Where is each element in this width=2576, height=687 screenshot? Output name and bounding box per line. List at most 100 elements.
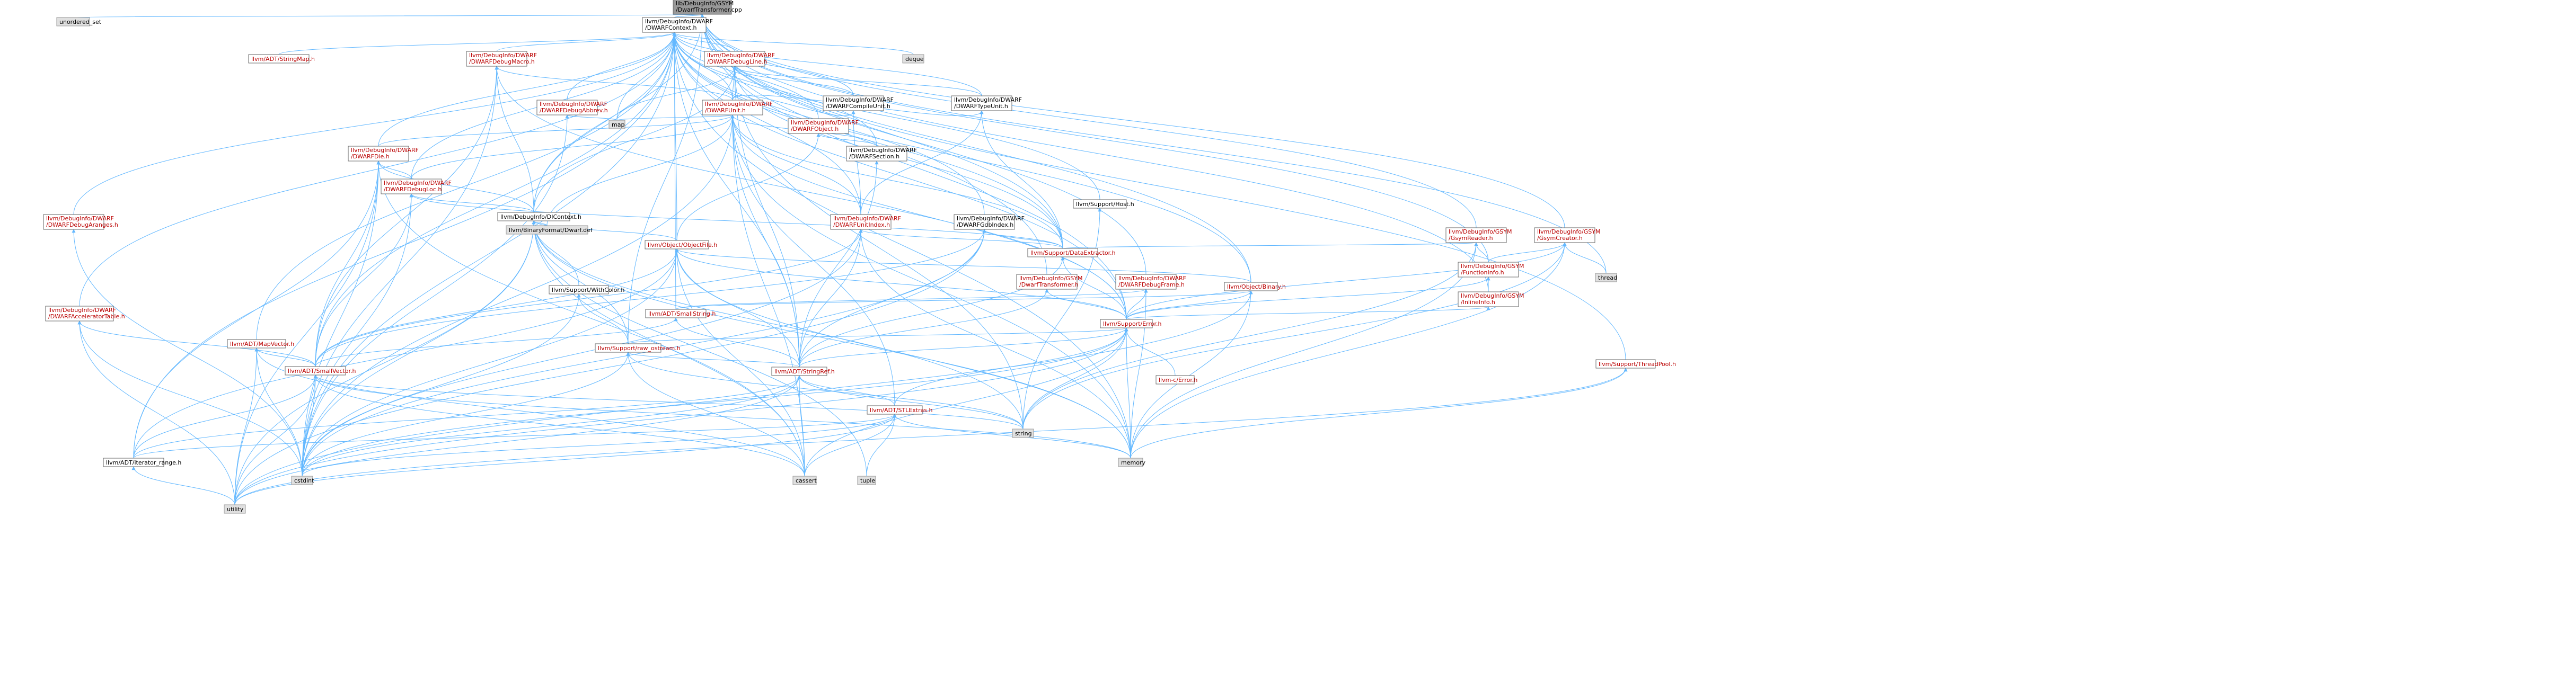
node-box (103, 458, 164, 467)
edge-stringref-to-dwarfsection (799, 160, 879, 368)
node-smallstring[interactable]: llvm/ADT/SmallString.h (645, 309, 716, 318)
edge-supporterror-to-gsymcreator (1126, 242, 1567, 320)
edge-smallstring-to-debugframe (675, 289, 1148, 310)
node-binary[interactable]: llvm/Object/Binary.h (1224, 282, 1286, 291)
edge-stringref-to-supporterror (799, 327, 1128, 368)
node-objectfile[interactable]: llvm/Object/ObjectFile.h (645, 240, 717, 249)
node-label: llvm/Support/Host.h (1076, 201, 1134, 208)
edge-iteratorrange-to-stringref (133, 375, 801, 459)
edge-memory-to-unitindex (859, 229, 1131, 459)
edge-smallvector-to-unitindex (315, 229, 863, 367)
edge-debugloc-to-dwarfunit (411, 114, 735, 180)
edge-dwarfdef-to-dwarfunit (546, 114, 735, 226)
node-debugframe[interactable]: llvm/DebugInfo/DWARF/DWARFDebugFrame.h (1115, 274, 1186, 290)
node-box (45, 306, 114, 322)
node-label: llvm/DebugInfo/DWARF (469, 52, 537, 59)
edge-smallvector-to-mapvector (254, 347, 316, 367)
node-rawostream[interactable]: llvm/Support/raw_ostream.h (595, 343, 681, 353)
edge-stringref-to-dwarfunit (730, 114, 800, 368)
node-utility: utility (224, 504, 246, 514)
node-gsymreader[interactable]: llvm/DebugInfo/GSYM/GsymReader.h (1445, 227, 1512, 243)
node-label: /DWARFDebugLoc.h (384, 186, 442, 193)
edge-cstdint-to-debugabbrev (302, 114, 569, 477)
node-box (1595, 359, 1656, 369)
node-label: map (612, 121, 624, 128)
node-debugloc[interactable]: llvm/DebugInfo/DWARF/DWARFDebugLoc.h (381, 179, 452, 194)
edge-cassert-to-objectfile (675, 248, 805, 477)
node-stringref[interactable]: llvm/ADT/StringRef.h (771, 367, 835, 376)
edge-dicontext-to-dwarfcontext (533, 32, 676, 213)
node-dwarftransformer[interactable]: llvm/DebugInfo/GSYM/DwarfTransformer.h (1016, 274, 1082, 290)
node-typeunit: llvm/DebugInfo/DWARF/DWARFTypeUnit.h (951, 95, 1022, 111)
edge-utility-to-dwarfdie (234, 160, 381, 505)
node-functioninfo[interactable]: llvm/DebugInfo/GSYM/FunctionInfo.h (1458, 262, 1524, 278)
node-label: llvm/Support/Error.h (1103, 320, 1162, 327)
edge-smallvector-to-objectfile (315, 248, 679, 367)
edge-dicontext-to-dwarfdie (376, 160, 534, 213)
node-box (1224, 282, 1278, 291)
node-debugaranges[interactable]: llvm/DebugInfo/DWARF/DWARFDebugAranges.h (43, 214, 118, 230)
edge-binary-to-dwarfcontext (672, 32, 1251, 283)
node-debugline[interactable]: llvm/DebugInfo/DWARF/DWARFDebugLine.h (704, 51, 775, 67)
edge-string-to-stringref (797, 375, 1024, 430)
edge-memory-to-supporterror (1124, 327, 1131, 459)
node-unitindex[interactable]: llvm/DebugInfo/DWARF/DWARFUnitIndex.h (830, 214, 901, 230)
edge-mapvector-to-dwarfcontext (256, 32, 676, 340)
edge-compileunit-to-debugline (733, 66, 854, 96)
edge-supporterror-to-dwarftransformer (1045, 289, 1127, 320)
edge-stringref-to-rawostream (626, 352, 800, 368)
node-mapvector[interactable]: llvm/ADT/MapVector.h (227, 339, 294, 349)
edge-smallvector-to-debugloc (315, 193, 413, 367)
node-debugabbrev[interactable]: llvm/DebugInfo/DWARF/DWARFDebugAbbrev.h (536, 100, 608, 115)
node-debugmacro[interactable]: llvm/DebugInfo/DWARF/DWARFDebugMacro.h (466, 51, 537, 67)
node-thread: thread (1595, 273, 1617, 282)
edge-cassert-to-dicontext (532, 220, 805, 477)
node-inlineinfo[interactable]: llvm/DebugInfo/GSYM/InlineInfo.h (1458, 291, 1524, 307)
node-box (43, 214, 104, 230)
edge-memory-to-gsymreader (1130, 242, 1478, 459)
node-dwarfunit[interactable]: llvm/DebugInfo/DWARF/DWARFUnit.h (702, 100, 773, 115)
node-box (1016, 274, 1078, 290)
edge-smallvector-to-accelerator (77, 320, 316, 367)
node-cerror[interactable]: llvm-c/Error.h (1155, 375, 1197, 385)
node-deque: deque (902, 54, 924, 64)
node-dataextractor[interactable]: llvm/Support/DataExtractor.h (1027, 248, 1116, 257)
node-dwarfcontext: llvm/DebugInfo/DWARF/DWARFContext.h (642, 17, 713, 33)
node-cassert: cassert (792, 476, 817, 485)
node-smallvector[interactable]: llvm/ADT/SmallVector.h (285, 366, 356, 376)
node-gsymcreator[interactable]: llvm/DebugInfo/GSYM/GsymCreator.h (1534, 227, 1600, 243)
edge-cstdint-to-stlextras (302, 414, 897, 477)
node-label: llvm/ADT/StringMap.h (251, 56, 315, 63)
node-label: /DWARFCompileUnit.h (826, 103, 890, 110)
edge-memory-to-objectfile (675, 248, 1131, 459)
edge-unitindex-to-compileunit (851, 110, 861, 215)
edge-accelerator-to-dwarfcontext (79, 32, 676, 307)
node-label: llvm/ADT/iterator_range.h (106, 459, 181, 466)
edge-utility-to-iteratorrange (131, 466, 235, 505)
edge-dwarfobject-to-dwarfcontext (672, 32, 819, 119)
node-stlextras[interactable]: llvm/ADT/STLExtras.h (867, 405, 933, 415)
node-label: /DWARFUnitIndex.h (833, 221, 890, 228)
node-label: /FunctionInfo.h (1461, 269, 1504, 276)
edge-iteratorrange-to-smallvector (133, 374, 317, 459)
node-dwarfobject[interactable]: llvm/DebugInfo/DWARF/DWARFObject.h (788, 118, 859, 134)
node-label: llvm/DebugInfo/GSYM (1449, 228, 1512, 235)
edge-debugmacro-to-dwarfcontext (496, 32, 676, 52)
node-stringmap[interactable]: llvm/ADT/StringMap.h (248, 54, 315, 64)
node-threadpool[interactable]: llvm/Support/ThreadPool.h (1595, 359, 1676, 369)
node-box (645, 309, 707, 318)
node-label: thread (1598, 274, 1617, 281)
node-dwarfdie[interactable]: llvm/DebugInfo/DWARF/DWARFDie.h (348, 146, 419, 162)
edge-cassert-to-rawostream (626, 352, 805, 477)
node-gdbindex: llvm/DebugInfo/DWARF/DWARFGdbIndex.h (954, 214, 1025, 230)
node-label: unordered_set (59, 19, 102, 25)
node-label: llvm/DebugInfo/GSYM (1019, 275, 1082, 282)
node-accelerator[interactable]: llvm/DebugInfo/DWARF/DWARFAcceleratorTab… (45, 306, 125, 322)
edge-supporterror-to-inlineinfo (1126, 306, 1490, 320)
node-label: llvm/Object/Binary.h (1227, 283, 1286, 290)
edge-dataextractor-to-debugloc (409, 193, 1063, 249)
node-supporthost: llvm/Support/Host.h (1073, 199, 1134, 209)
node-label: /DWARFGdbIndex.h (957, 221, 1013, 228)
node-supporterror[interactable]: llvm/Support/Error.h (1100, 319, 1162, 328)
edge-string-to-rawostream (626, 352, 1024, 430)
